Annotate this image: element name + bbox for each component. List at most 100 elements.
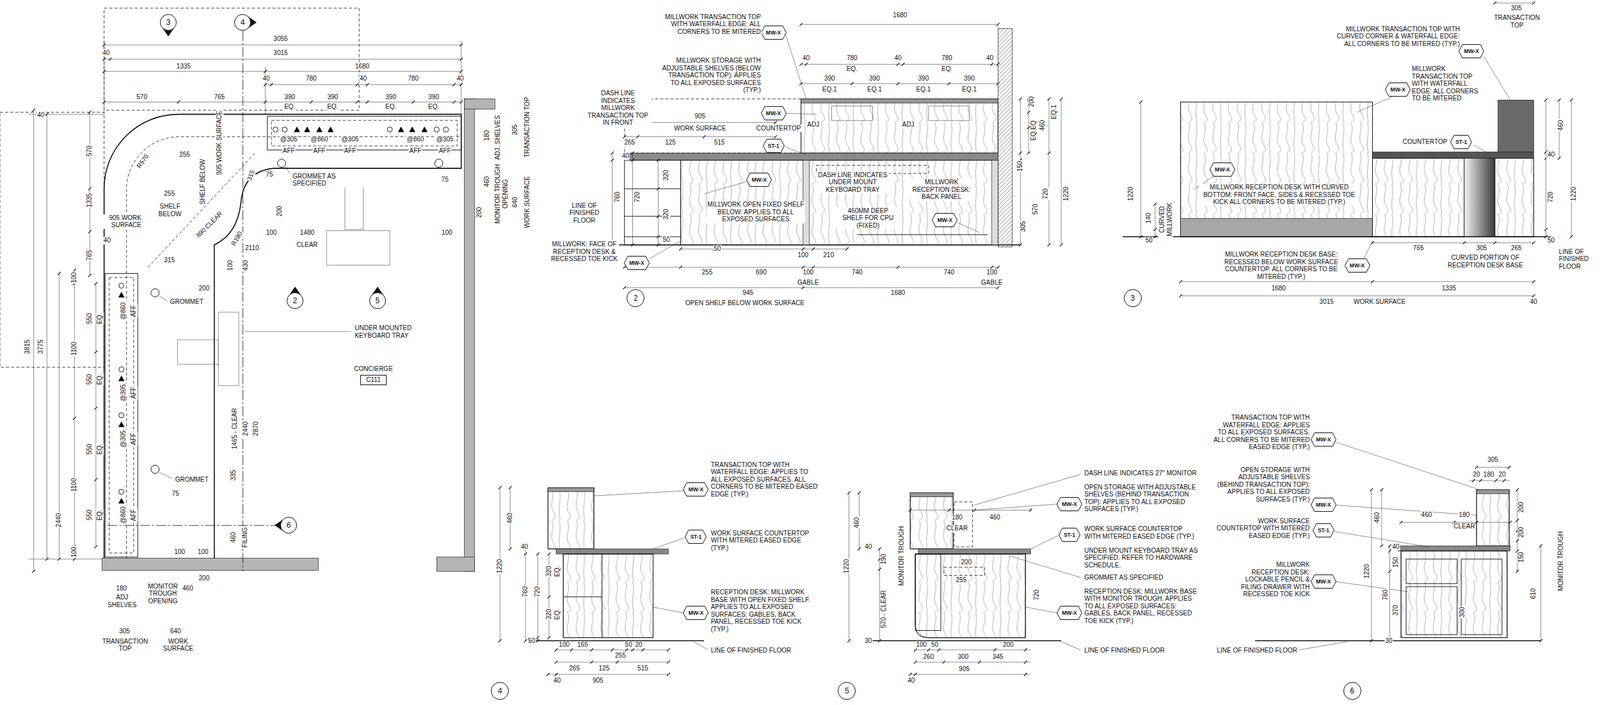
annotation-note: MILLWORK: FACE OF RECEPTION DESK & RECES…	[549, 240, 619, 264]
material-tag-hexagon: ST-1	[1058, 528, 1081, 543]
dimension-label: 2110	[244, 244, 260, 253]
drawing-line	[547, 552, 551, 557]
dimension-label: 3015	[272, 49, 288, 57]
dimension-label: 40	[552, 677, 562, 685]
annotation-note: MILLWORK RECEPTION DESK: LOCKABLE PENCIL…	[1237, 561, 1311, 599]
node-text: MW-X	[629, 259, 644, 267]
drawing-path	[421, 126, 428, 133]
drawing-line	[1515, 519, 1519, 523]
material-tag-hexagon: MW-X	[746, 172, 772, 187]
drawing-line	[845, 247, 849, 251]
dimension-label: EQ.	[96, 312, 105, 325]
hexagon-shape	[1310, 575, 1336, 589]
drawing-number-circle: 6	[1343, 682, 1362, 701]
marker-circle	[286, 293, 303, 310]
dimension-label: R570	[135, 152, 151, 171]
dimension-label: 640	[511, 195, 520, 208]
dimension-label: COUNTERTOP	[1402, 138, 1449, 146]
dimension-label: 20	[1497, 471, 1506, 479]
annotation-note: MILLWORK TRANSACTION TOP WITH WATERFALL …	[1411, 65, 1490, 103]
drawing-circle	[272, 127, 278, 133]
material-tag-hexagon: MW-X	[931, 213, 958, 228]
hexagon-shape	[685, 529, 707, 544]
drawing-path	[104, 114, 462, 560]
dimension-label: 40	[456, 74, 465, 83]
drawing-line	[1532, 294, 1536, 298]
drawing-line	[1515, 570, 1519, 574]
drawing-line	[1357, 97, 1392, 113]
drawing-line	[615, 661, 619, 665]
dimension-label: 390	[427, 93, 440, 102]
dimension-label: 50	[527, 637, 536, 646]
dimension-label: 305	[1019, 220, 1028, 233]
hexagon-shape	[1459, 44, 1485, 58]
dimension-label: 100	[915, 641, 928, 649]
dimension-label: 100	[265, 229, 278, 237]
drawing-line	[656, 158, 660, 162]
dimension-label: 305	[118, 627, 131, 636]
dimension-label: 75	[171, 490, 180, 498]
dimension-label: CLEAR	[945, 524, 969, 533]
dimension-label: 40	[801, 54, 811, 63]
material-tag-hexagon: MW-X	[1056, 606, 1083, 621]
hexagon-shape	[1310, 498, 1336, 512]
drawing-line	[801, 24, 999, 25]
dimension-label: 1680	[890, 289, 906, 297]
drawing-line	[641, 648, 645, 652]
drawing-line	[366, 83, 370, 87]
node-text: 6	[286, 520, 292, 530]
drawing-rect	[464, 99, 475, 572]
drawing-line	[285, 166, 290, 174]
drawing-rect	[915, 554, 941, 632]
drawing-line	[508, 486, 512, 490]
dimension-label: 1480	[299, 229, 315, 237]
drawing-line	[993, 648, 997, 652]
drawing-rect	[547, 487, 594, 550]
dimension-label: 390	[963, 74, 976, 83]
dimension-label: 1335	[86, 192, 95, 208]
dimension-label: AFF	[408, 147, 422, 155]
drawing-line	[1476, 467, 1510, 468]
material-tag-hexagon: MW-X	[1209, 162, 1236, 177]
drawing-line	[656, 243, 660, 247]
dimension-label: 1680	[892, 11, 908, 20]
drawing-line	[1532, 1, 1536, 5]
dimension-label: 460	[1374, 511, 1382, 524]
drawing-line	[530, 640, 704, 642]
drawing-line	[867, 640, 1062, 642]
dimension-label: OPEN SHELF BELOW WORK SURFACE	[684, 299, 806, 308]
drawing-line	[610, 648, 614, 652]
dimension-label: 765	[213, 93, 226, 102]
drawing-line	[666, 648, 671, 652]
drawing-line	[1545, 99, 1547, 237]
dimension-label: AFF	[343, 147, 357, 155]
drawing-line	[498, 486, 502, 490]
dimension-label: EQ.EQ	[1029, 119, 1038, 142]
dimension-label: 320	[662, 208, 671, 221]
marker-circle	[280, 517, 297, 534]
dimension-label: GABLE	[796, 279, 820, 287]
drawing-line	[309, 100, 313, 104]
dimension-label: 515	[636, 664, 649, 673]
drawing-rect	[267, 116, 462, 151]
dimension-label: EQ.	[96, 373, 105, 386]
dimension-label: 125	[598, 664, 611, 673]
drawing-line	[1463, 241, 1467, 245]
dimension-label: GROMMET AS SPECIFIED	[1083, 574, 1164, 582]
dimension-label: 3055	[272, 35, 288, 43]
drawing-line	[773, 135, 777, 139]
drawing-line	[910, 674, 1031, 676]
dimension-label: 100	[71, 545, 79, 559]
annotation-note: MILLWORK TRANSACTION TOP WITH WATERFALL …	[652, 13, 761, 36]
dimension-label: 460	[229, 531, 238, 544]
drawing-circle	[119, 489, 125, 495]
drawing-line	[1047, 243, 1051, 247]
drawing-line	[631, 151, 635, 155]
annotation-note: OPEN STORAGE WITH ADJUSTABLE SHELVES (BE…	[1083, 483, 1200, 514]
drawing-line	[915, 649, 1031, 651]
dimension-label: EQ.	[384, 103, 397, 112]
dimension-label: 200	[198, 285, 211, 294]
drawing-line	[411, 100, 415, 104]
dimension-label: 780	[846, 54, 859, 63]
dimension-label: TRANSACTION TOP	[524, 96, 532, 159]
